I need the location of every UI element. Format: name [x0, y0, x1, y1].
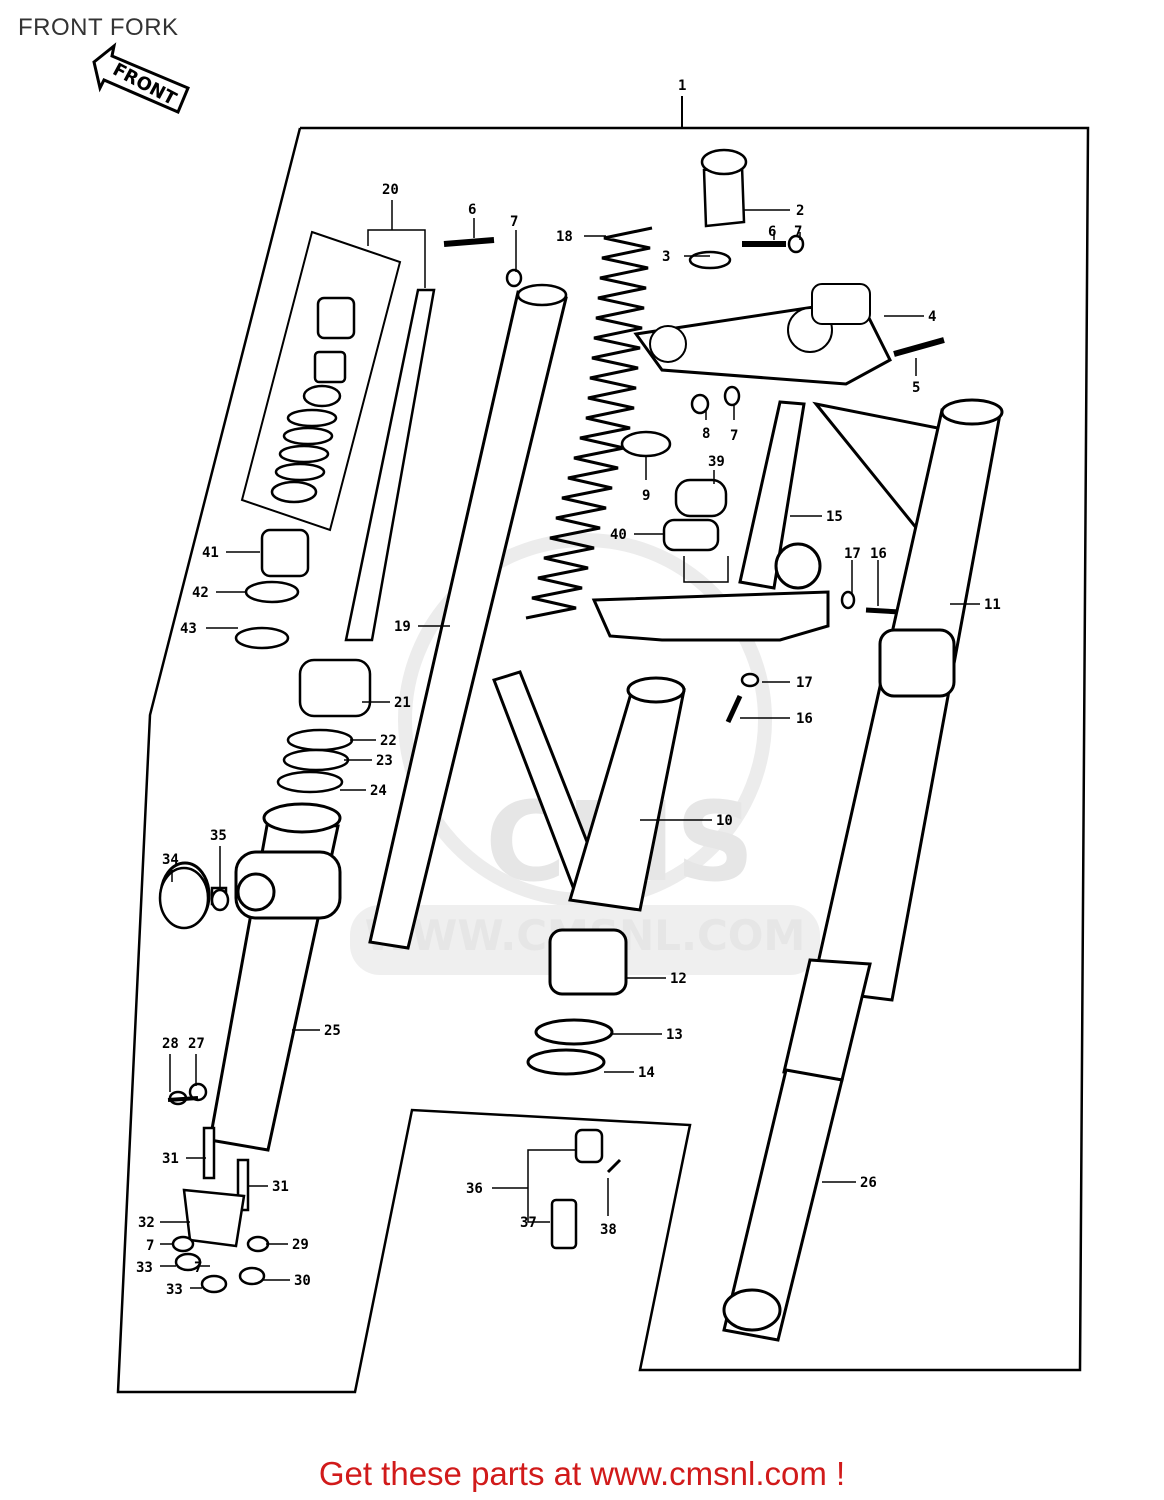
callout-27: 27 [188, 1036, 205, 1052]
callout-7d: 7 [146, 1238, 154, 1254]
callout-28: 28 [162, 1036, 179, 1052]
callout-12: 12 [670, 971, 687, 987]
callout-42: 42 [192, 585, 209, 601]
callout-13: 13 [666, 1027, 683, 1043]
callout-32: 32 [138, 1215, 155, 1231]
callout-31a: 31 [162, 1151, 179, 1167]
callout-4: 4 [928, 309, 936, 325]
callout-31b: 31 [272, 1179, 289, 1195]
callout-33a: 33 [136, 1260, 153, 1276]
lower-bracket [492, 670, 686, 1076]
leader-lines [160, 209, 980, 1289]
rubber-parts [620, 430, 728, 552]
callout-16b: 16 [796, 711, 813, 727]
damper-rod [344, 288, 436, 642]
callout-29: 29 [292, 1237, 309, 1253]
callout-6a: 6 [468, 202, 476, 218]
callout-19: 19 [394, 619, 411, 635]
damper-kit-box [240, 230, 402, 532]
callout-16a: 16 [870, 546, 887, 562]
callout-2: 2 [796, 203, 804, 219]
callout-1: 1 [678, 78, 686, 94]
callout-38: 38 [600, 1222, 617, 1238]
bolts [167, 234, 945, 1102]
right-fork-leg [722, 398, 1004, 1342]
callout-25: 25 [324, 1023, 341, 1039]
misc-small-parts [158, 866, 622, 1250]
callout-14: 14 [638, 1065, 655, 1081]
callout-37: 37 [520, 1215, 537, 1231]
callout-17a: 17 [844, 546, 861, 562]
callout-20: 20 [382, 182, 399, 198]
callout-36: 36 [466, 1181, 483, 1197]
callout-11: 11 [984, 597, 1001, 613]
callout-33b: 33 [166, 1282, 183, 1298]
callout-35: 35 [210, 828, 227, 844]
footer-parts-link[interactable]: Get these parts at www.cmsnl.com ! [318, 1455, 846, 1492]
callout-40: 40 [610, 527, 627, 543]
callout-7e: 7 [194, 1260, 202, 1276]
top-cap-parts [688, 148, 748, 270]
callout-3: 3 [662, 249, 670, 265]
callout-39: 39 [708, 454, 725, 470]
front-direction-arrow-icon [92, 42, 190, 114]
callout-17b: 17 [796, 675, 813, 691]
seal-parts-21-24 [276, 658, 372, 794]
callout-7a: 7 [510, 214, 518, 230]
callout-8: 8 [702, 426, 710, 442]
callout-43: 43 [180, 621, 197, 637]
callout-6b: 6 [768, 224, 776, 240]
callout-18: 18 [556, 229, 573, 245]
callout-9: 9 [642, 488, 650, 504]
callout-41: 41 [202, 545, 219, 561]
callout-7c: 7 [730, 428, 738, 444]
callout-5: 5 [912, 380, 920, 396]
seal-parts-41-43 [234, 528, 310, 650]
callout-21: 21 [394, 695, 411, 711]
callout-22: 22 [380, 733, 397, 749]
callout-10: 10 [716, 813, 733, 829]
callout-23: 23 [376, 753, 393, 769]
fork-spring [525, 226, 653, 620]
callout-15: 15 [826, 509, 843, 525]
damper-kit-parts [270, 296, 356, 504]
steering-stem [591, 400, 830, 642]
callout-numbers: 1 2 3 4 5 6 6 7 7 7 7 7 8 9 10 11 12 13 … [136, 78, 1001, 1298]
callout-26: 26 [860, 1175, 877, 1191]
callout-7b: 7 [794, 224, 802, 240]
assembly-outline [116, 126, 1090, 1394]
page-title: FRONT FORK [18, 14, 179, 41]
callout-30: 30 [294, 1273, 311, 1289]
callout-34: 34 [162, 852, 179, 868]
callout-24: 24 [370, 783, 387, 799]
